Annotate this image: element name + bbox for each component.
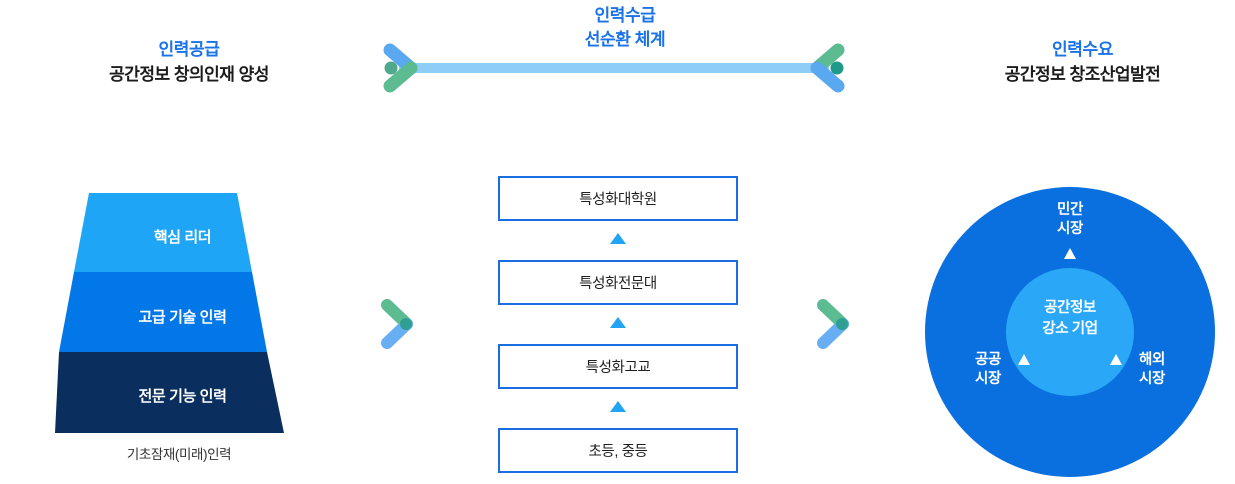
pyramid-level-2-shape (55, 352, 284, 433)
triangle-up-icon (1018, 354, 1030, 365)
header-cycle-line2: 선순환 체계 (584, 30, 666, 49)
education-ladder: 특성화대학원 특성화전문대 특성화고교 초등, 중등 (498, 176, 738, 475)
header-cycle: 인력수급 선순환 체계 (430, 0, 820, 52)
pyramid-level-1-shape (59, 272, 267, 352)
market-label-public: 공공 시장 (975, 352, 1001, 387)
header-supply: 인력공급 공간정보 창의인재 양성 (0, 38, 378, 87)
ladder-box-college-label: 특성화전문대 (579, 276, 657, 292)
chevron-right-icon (381, 299, 413, 349)
ladder-box-graduate[interactable]: 특성화대학원 (498, 176, 738, 221)
triangle-up-icon (610, 401, 626, 412)
triangle-up-icon (610, 317, 626, 328)
ladder-box-primary[interactable]: 초등, 중등 (498, 428, 738, 473)
header-demand-title: 공간정보 창조산업발전 (1004, 65, 1161, 84)
chevron-right-icon (817, 299, 849, 349)
market-label-oversea: 해외 시장 (1139, 352, 1165, 387)
ladder-box-highschool[interactable]: 특성화고교 (498, 344, 738, 389)
header-supply-title: 공간정보 창의인재 양성 (109, 65, 269, 84)
market-label-private: 민간 시장 (1057, 202, 1083, 237)
market-circle-diagram: 민간 시장 공공 시장 해외 시장 공간정보 강소 기업 (925, 186, 1215, 478)
pyramid-diagram: 핵심 리더 고급 기술 인력 전문 기능 인력 기초잠재(미래)인력 (55, 185, 310, 480)
pyramid-caption: 기초잠재(미래)인력 (126, 447, 232, 462)
pyramid-level-0-shape (74, 193, 252, 272)
ladder-box-primary-label: 초등, 중등 (588, 444, 648, 460)
double-headed-arrow-icon (383, 43, 845, 93)
header-supply-accent: 인력공급 (158, 40, 220, 59)
market-center-label: 공간정보 강소 기업 (1042, 300, 1098, 337)
header-cycle-line1: 인력수급 (594, 6, 656, 25)
triangle-up-icon (610, 233, 626, 244)
triangle-up-icon (1110, 354, 1122, 365)
pyramid-level-0-label: 핵심 리더 (153, 229, 212, 246)
ladder-box-highschool-label: 특성화고교 (585, 360, 651, 376)
inner-circle (1006, 268, 1134, 396)
market-circle-shape (925, 187, 1215, 477)
ladder-box-college[interactable]: 특성화전문대 (498, 260, 738, 305)
ladder-box-graduate-label: 특성화대학원 (579, 192, 657, 208)
pyramid-level-2-label: 전문 기능 인력 (138, 388, 227, 405)
header-demand: 인력수요 공간정보 창조산업발전 (930, 38, 1235, 87)
triangle-up-icon (1064, 248, 1076, 259)
pyramid-level-1-label: 고급 기술 인력 (138, 309, 227, 326)
header-demand-accent: 인력수요 (1052, 40, 1113, 59)
pyramid-shape (55, 193, 284, 433)
